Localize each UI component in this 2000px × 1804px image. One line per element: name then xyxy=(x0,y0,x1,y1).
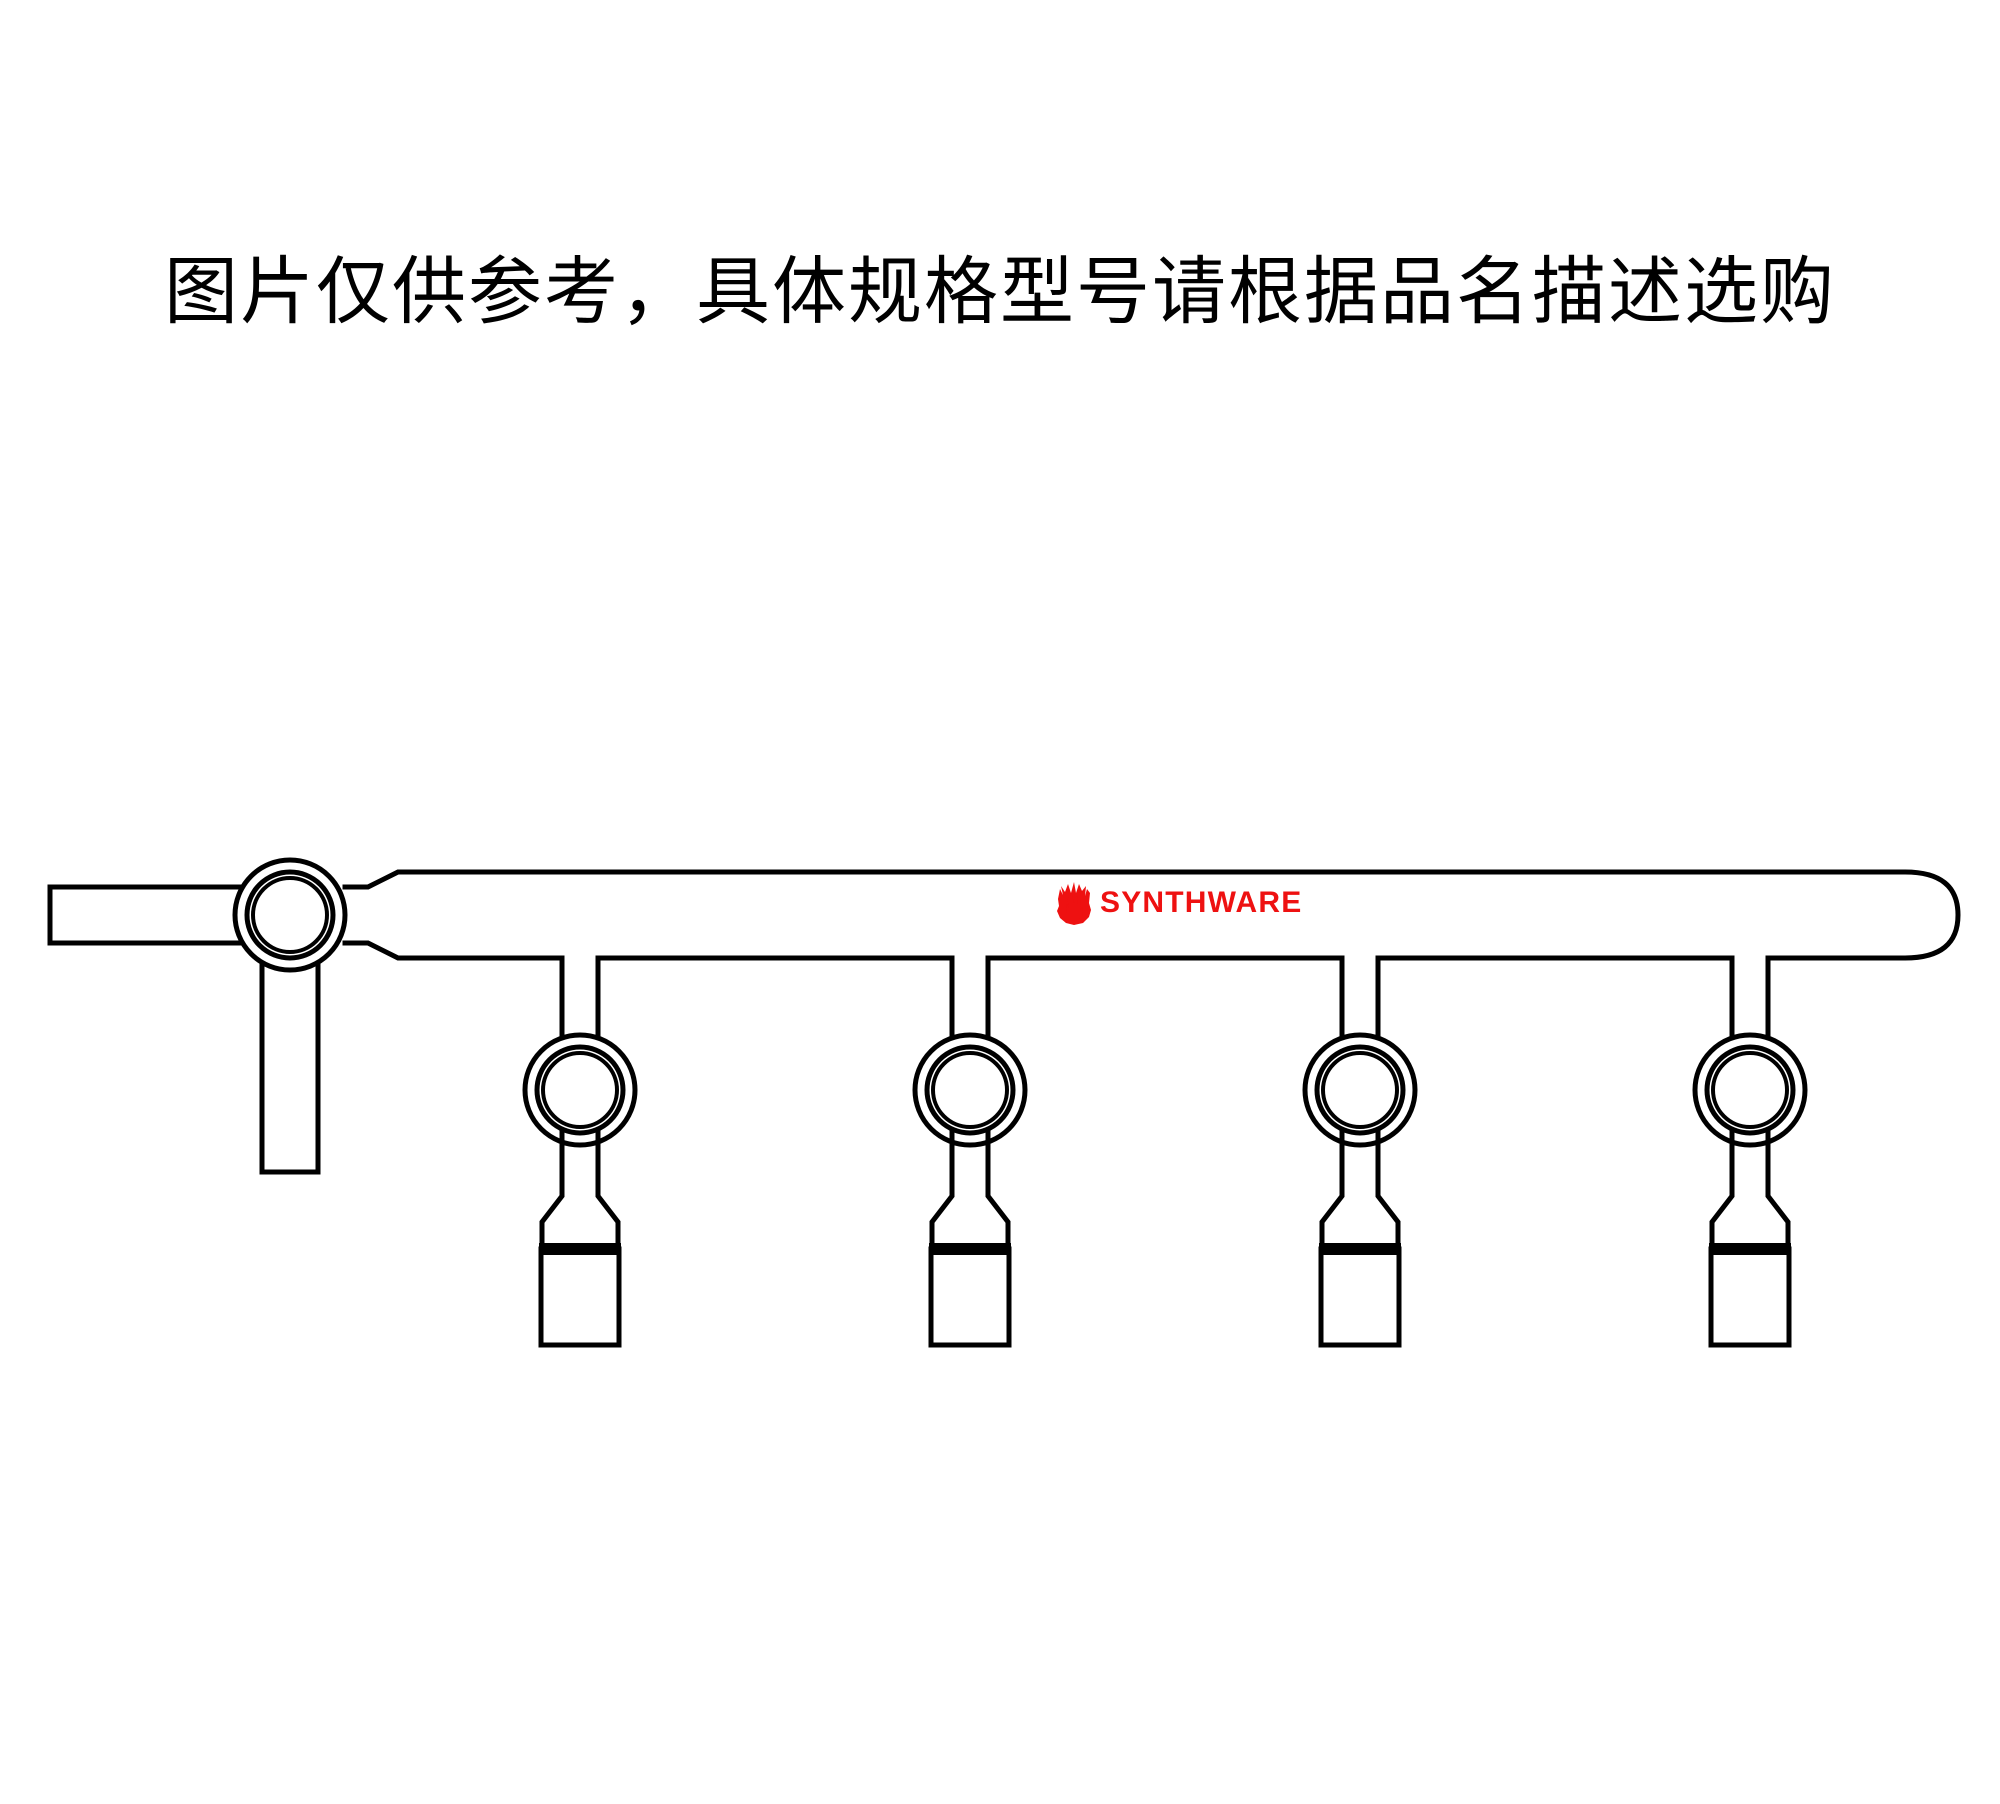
port-4-ground-joint xyxy=(1708,1246,1792,1348)
synthware-logo: SYNTHWARE xyxy=(1055,880,1302,926)
port-assembly-4 xyxy=(1692,955,1808,1348)
inlet-stopcock-assembly xyxy=(47,857,348,1175)
port-1-ground-joint xyxy=(538,1246,622,1348)
port-3-neck-left xyxy=(1319,1129,1345,1250)
reference-image-disclaimer: 图片仅供参考，具体规格型号请根据品名描述选购 xyxy=(164,249,1836,335)
port-2-ground-joint xyxy=(928,1246,1012,1348)
port-3-neck-right xyxy=(1375,1129,1401,1250)
inlet-valve-mid-ring xyxy=(244,869,336,961)
port-1-neck-left xyxy=(539,1129,565,1250)
port-4-neck-right xyxy=(1765,1129,1791,1250)
port-3-valve-mid-ring xyxy=(1314,1044,1406,1136)
port-assembly-1 xyxy=(522,955,638,1348)
port-4-valve-inner-ring xyxy=(1711,1051,1789,1129)
port-1-neck-right xyxy=(595,1129,621,1250)
port-assembly-2 xyxy=(912,955,1028,1348)
synthware-wordmark: SYNTHWARE xyxy=(1100,886,1303,919)
port-2-valve-inner-ring xyxy=(931,1051,1009,1129)
port-3-joint-collar xyxy=(1319,1243,1401,1255)
synthware-flower-flask-mark xyxy=(1057,882,1091,925)
port-4-neck-left xyxy=(1709,1129,1735,1250)
port-4-valve-mid-ring xyxy=(1704,1044,1796,1136)
port-3-valve-inner-ring xyxy=(1321,1051,1399,1129)
port-4-joint-collar xyxy=(1709,1243,1791,1255)
port-3-ground-joint xyxy=(1318,1246,1402,1348)
port-2-joint-collar xyxy=(929,1243,1011,1255)
port-2-neck-right xyxy=(985,1129,1011,1250)
port-2-neck-left xyxy=(929,1129,955,1250)
port-1-valve-inner-ring xyxy=(541,1051,619,1129)
inlet-valve-inner-ring xyxy=(251,876,329,954)
port-2-valve-mid-ring xyxy=(924,1044,1016,1136)
port-assembly-3 xyxy=(1302,955,1418,1348)
port-1-valve-mid-ring xyxy=(534,1044,626,1136)
port-1-joint-collar xyxy=(539,1243,621,1255)
manifold-body xyxy=(342,869,1961,961)
